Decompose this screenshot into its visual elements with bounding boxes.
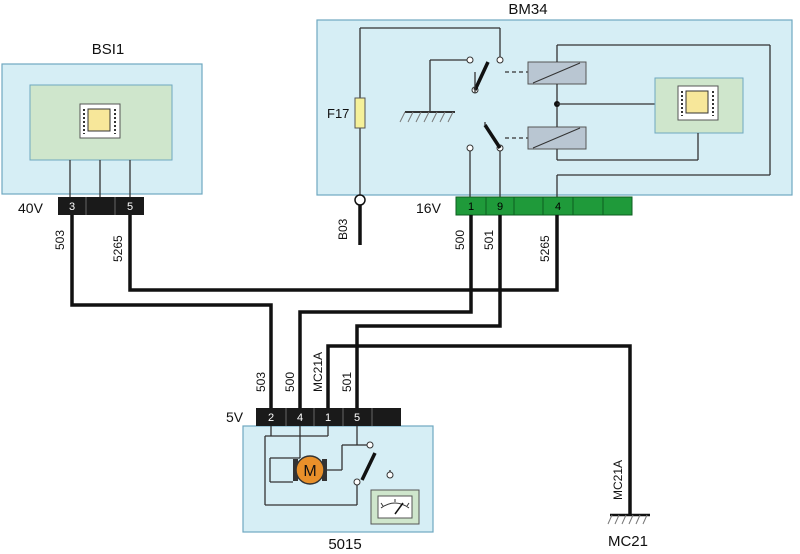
bsi1-pin-3: 3: [69, 201, 75, 213]
bm34-connector-label: 16V: [416, 200, 442, 216]
wire-label-500-bottom: 500: [283, 372, 297, 392]
wire-label-500: 500: [453, 230, 467, 250]
switch-icon: [466, 122, 504, 152]
bm34-connector: 1 9 4 16V: [416, 196, 633, 216]
relay-coil-icon: [527, 61, 587, 85]
ground-wire-label: MC21A: [611, 460, 625, 500]
bsi1-connector: 3 5 40V: [18, 197, 144, 216]
bm34-title: BM34: [508, 1, 547, 18]
wire-label-5265: 5265: [111, 235, 125, 262]
bsi1-pin-5: 5: [127, 201, 133, 213]
bsi1-connector-label: 40V: [18, 200, 44, 216]
motor-connector: 2 4 1 5 5V: [226, 408, 401, 426]
wire-label-503: 503: [53, 230, 67, 250]
motor-module: M 5015: [242, 425, 434, 553]
wire-mc21a: [326, 344, 632, 515]
wire-label-5265-right: 5265: [538, 235, 552, 262]
bsi1-module: BSI1: [1, 41, 203, 197]
motor-pin-1: 1: [325, 412, 331, 424]
wire-label-mc21a-bottom: MC21A: [311, 352, 325, 392]
wire-501: [355, 215, 502, 408]
fuse-label: F17: [327, 106, 349, 121]
fuse-icon: [354, 97, 366, 129]
chip-icon: [677, 85, 719, 121]
wire-503: [70, 215, 273, 408]
chip-icon: [79, 103, 121, 139]
bm34-pin-9: 9: [497, 201, 503, 213]
b03-terminal: B03: [336, 194, 366, 245]
ground-icon: [399, 111, 455, 123]
wire-5265: [128, 215, 559, 292]
motor-icon: M: [293, 455, 327, 485]
bm34-module: BM34 F17: [316, 1, 793, 198]
gauge-icon: [370, 489, 420, 525]
motor-pin-2: 2: [268, 412, 274, 424]
motor-symbol: M: [303, 463, 316, 480]
ground-icon: [607, 513, 650, 525]
switch-icon: [353, 441, 394, 486]
relay-coil-icon: [527, 126, 587, 150]
bsi1-title: BSI1: [92, 41, 125, 58]
motor-pin-5: 5: [354, 412, 360, 424]
motor-connector-label: 5V: [226, 409, 244, 425]
ground-title: MC21: [608, 533, 648, 550]
bm34-pin-1: 1: [468, 201, 474, 213]
bm34-pin-4: 4: [555, 201, 561, 213]
motor-title: 5015: [328, 536, 361, 553]
wire-label-503-bottom: 503: [254, 372, 268, 392]
motor-pin-4: 4: [297, 412, 303, 424]
b03-label: B03: [336, 218, 350, 240]
switch-icon: [466, 56, 504, 94]
wire-500: [298, 215, 473, 408]
ground-mc21: MC21A MC21: [607, 460, 650, 550]
wire-label-501-bottom: 501: [340, 372, 354, 392]
wire-label-501: 501: [482, 230, 496, 250]
